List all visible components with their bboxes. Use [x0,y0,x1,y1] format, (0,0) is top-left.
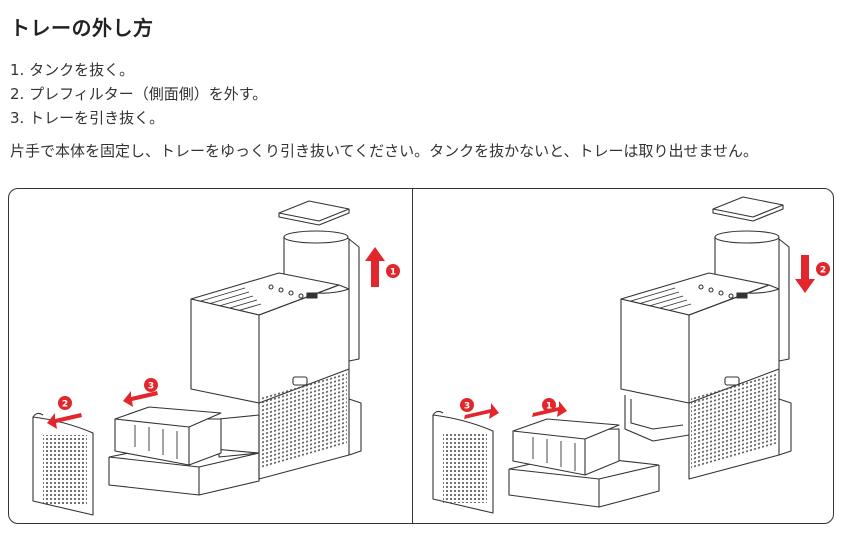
step-marker-1: 1 [542,398,556,412]
step-marker-2: 2 [816,262,830,276]
step-marker-2: 2 [58,396,72,410]
right-illustration: 2 3 1 [432,196,830,514]
svg-text:3: 3 [464,402,470,412]
step-list: 1. タンクを抜く。 2. プレフィルター（側面側）を外す。 3. トレーを引き… [10,58,267,130]
step-item: 1. タンクを抜く。 [10,61,135,79]
step-marker-3: 3 [144,378,158,392]
step-item: 3. トレーを引き抜く。 [10,109,165,127]
svg-text:3: 3 [148,382,154,392]
panel-divider [412,189,413,523]
left-illustration: 1 2 3 [32,200,400,516]
illustration-panel: 1 2 3 [8,188,834,524]
page-title: トレーの外し方 [10,16,154,40]
svg-text:2: 2 [820,266,826,276]
svg-text:2: 2 [62,400,68,410]
step-item: 2. プレフィルター（側面側）を外す。 [10,85,268,103]
step-marker-3: 3 [460,398,474,412]
svg-text:1: 1 [546,402,552,412]
svg-text:1: 1 [390,268,396,278]
instruction-note: 片手で本体を固定し、トレーをゆっくり引き抜いてください。タンクを抜かないと、トレ… [10,142,759,160]
step-marker-1: 1 [386,264,400,278]
